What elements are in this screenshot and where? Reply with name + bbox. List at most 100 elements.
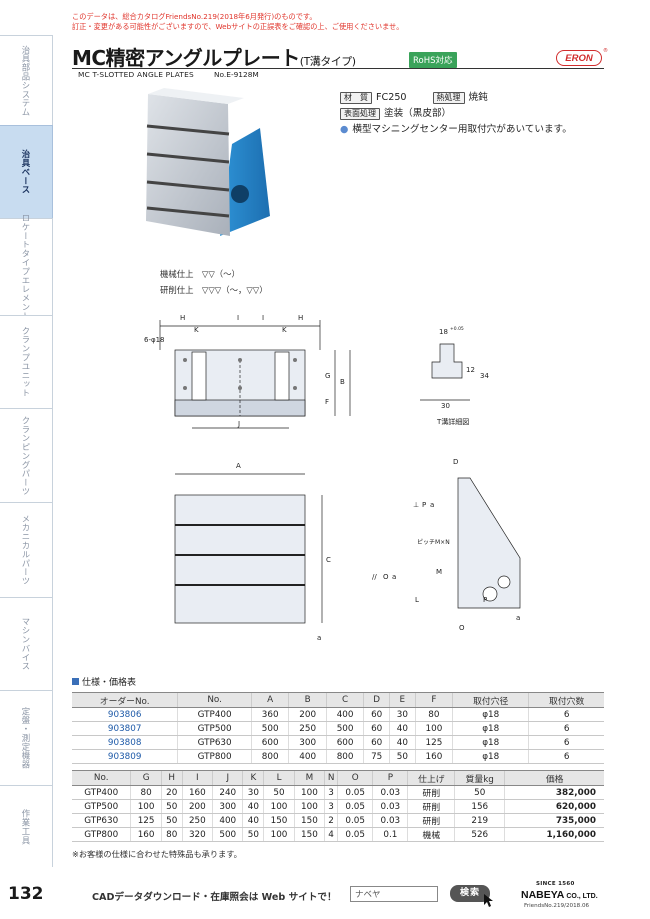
t-slots bbox=[146, 124, 230, 218]
front-view bbox=[174, 473, 323, 624]
table-cell: 150 bbox=[293, 827, 325, 842]
dim-label-A: A bbox=[236, 462, 241, 470]
th-E: E bbox=[389, 692, 416, 708]
th-O: O bbox=[337, 770, 373, 786]
plate-face bbox=[146, 94, 230, 236]
table-cell: GTP500 bbox=[72, 799, 131, 814]
sidebar-item-clamp-unit[interactable]: クランプユニット bbox=[0, 315, 53, 408]
table-header-row: オーダーNo. No. A B C D E F 取付穴径 取付穴数 bbox=[72, 692, 604, 708]
technical-drawings: H K I I H K J G F B 6-φ18 18 +0.05 12 34… bbox=[144, 314, 521, 642]
sidebar-item-surface-plate[interactable]: 定盤・測定機器 bbox=[0, 690, 53, 785]
table-cell: 50 bbox=[160, 799, 183, 814]
table-cell: 60 bbox=[363, 721, 390, 736]
search-input[interactable] bbox=[350, 886, 438, 902]
brand-suffix: CO., LTD. bbox=[564, 893, 598, 900]
table-cell: 200 bbox=[181, 799, 213, 814]
table-cell: 300 bbox=[288, 735, 327, 750]
th-K: K bbox=[242, 770, 264, 786]
product-photo bbox=[146, 88, 270, 236]
table-cell: 500 bbox=[212, 827, 243, 842]
nabeya-logo: NABEYA CO., LTD. bbox=[521, 889, 598, 901]
since-label: SINCE 1560 bbox=[536, 881, 575, 887]
search-button[interactable]: 検索 bbox=[450, 885, 490, 902]
model-number: No.E-9128M bbox=[214, 70, 259, 79]
brand-name: NABEYA bbox=[521, 889, 565, 901]
heat-treatment-value: 焼鈍 bbox=[468, 92, 488, 103]
sidebar-item-jig-base[interactable]: 治具ベース bbox=[0, 125, 53, 218]
dim-label-L: L bbox=[415, 596, 419, 604]
table-cell: 200 bbox=[288, 707, 327, 722]
table-cell: 382,000 bbox=[504, 785, 604, 800]
th-price: 価格 bbox=[504, 770, 604, 786]
sidebar-item-label: クランプユニット bbox=[21, 326, 31, 398]
sidebar-item-mechanical-parts[interactable]: メカニカルパーツ bbox=[0, 502, 53, 597]
sidebar-item-clamping-parts[interactable]: クランピングパーツ bbox=[0, 408, 53, 502]
tslot-width: 18 bbox=[439, 328, 448, 336]
sidebar-item-label: 治具ベース bbox=[21, 149, 31, 195]
table-cell: 735,000 bbox=[504, 813, 604, 828]
table-cell: 50 bbox=[389, 749, 416, 764]
logo-registered-mark: ® bbox=[603, 48, 608, 54]
table-cell: GTP630 bbox=[177, 735, 252, 750]
table-cell: 3 bbox=[324, 799, 338, 814]
table-cell: 100 bbox=[414, 721, 453, 736]
surface-treatment-value: 塗装（黒皮部） bbox=[384, 108, 452, 119]
sidebar-item-tools[interactable]: 作業工具 bbox=[0, 785, 53, 867]
material-tag: 材 質 bbox=[340, 92, 372, 104]
table-cell: 400 bbox=[325, 707, 364, 722]
surface-treatment-tag: 表面処理 bbox=[340, 108, 380, 120]
dim-label-I2: I bbox=[262, 314, 264, 322]
table-cell: 0.05 bbox=[337, 827, 373, 842]
th-M: M bbox=[293, 770, 325, 786]
plate-top bbox=[148, 88, 244, 104]
table-cell: 80 bbox=[414, 707, 453, 722]
datum-label-side: a bbox=[516, 614, 520, 622]
table-cell: 0.05 bbox=[337, 799, 373, 814]
spec-table-1: オーダーNo. No. A B C D E F 取付穴径 取付穴数 903806… bbox=[72, 692, 604, 764]
table-cell: 903806 bbox=[72, 707, 178, 722]
table-cell: φ18 bbox=[452, 735, 529, 750]
sidebar-item-label: 治具部品システム bbox=[21, 44, 31, 117]
sidebar-item-locate-element[interactable]: ロケートタイプエレメント bbox=[0, 214, 53, 320]
dim-label-O: O bbox=[459, 624, 465, 632]
table-cell: 903809 bbox=[72, 749, 178, 764]
sidebar-item-label: 定盤・測定機器 bbox=[21, 706, 31, 770]
dim-label-K: K bbox=[194, 326, 199, 334]
sidebar-item-machine-vise[interactable]: マシンバイス bbox=[0, 597, 53, 690]
sidebar-item-jig-system[interactable]: 治具部品システム bbox=[0, 35, 53, 125]
th-L: L bbox=[263, 770, 295, 786]
th-F: F bbox=[414, 692, 453, 708]
table-cell: 40 bbox=[389, 721, 416, 736]
table-cell: 75 bbox=[363, 749, 390, 764]
th-hole-dia: 取付穴径 bbox=[452, 692, 529, 708]
bullet-icon: ● bbox=[340, 124, 349, 135]
table-cell: 6 bbox=[528, 749, 604, 764]
th-N: N bbox=[324, 770, 338, 786]
table-cell: 400 bbox=[288, 749, 327, 764]
machine-finish-label: 機械仕上 bbox=[160, 269, 194, 279]
table-cell: 100 bbox=[130, 799, 162, 814]
tslot-detail bbox=[420, 343, 470, 401]
page-title-sub: (T溝タイプ) bbox=[299, 55, 356, 68]
dim-label-I: I bbox=[237, 314, 239, 322]
feature-text: 横型マシニングセンター用取付穴があいています。 bbox=[352, 124, 572, 135]
dim-label-J: J bbox=[237, 420, 240, 428]
sidebar-item-label: ロケートタイプエレメント bbox=[21, 213, 31, 321]
finish-legend: 機械仕上 ▽▽（〜） 研削仕上 ▽▽▽（〜，▽▽） bbox=[160, 266, 268, 298]
dim-label-G: G bbox=[325, 372, 330, 380]
page-number: 132 bbox=[8, 884, 44, 904]
tol-perp-symbol: ⊥ bbox=[413, 501, 419, 509]
th-no: No. bbox=[72, 770, 131, 786]
th-no: No. bbox=[177, 692, 252, 708]
table-cell: 160 bbox=[181, 785, 213, 800]
table-cell: 250 bbox=[288, 721, 327, 736]
table-cell: GTP400 bbox=[177, 707, 252, 722]
heat-treatment-tag: 熱処理 bbox=[432, 92, 465, 104]
table-cell: 20 bbox=[160, 785, 183, 800]
table-cell: 3 bbox=[324, 785, 338, 800]
table-cell: 6 bbox=[528, 707, 604, 722]
table-cell: 1,160,000 bbox=[504, 827, 604, 842]
